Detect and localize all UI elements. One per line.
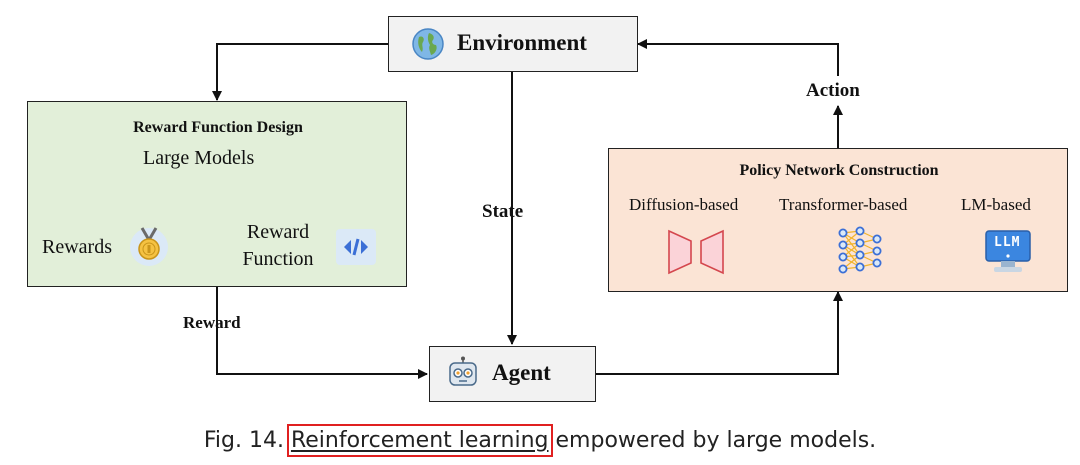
- arrow-reward: [216, 287, 428, 379]
- code-icon: [336, 229, 376, 270]
- rewards-label: Rewards: [42, 236, 112, 258]
- large-models-label: Large Models: [143, 147, 255, 169]
- policy-title: Policy Network Construction: [739, 162, 939, 179]
- diffusion-based-label: Diffusion-based: [629, 195, 739, 214]
- transformer-based-label: Transformer-based: [779, 195, 908, 214]
- caption-suffix: empowered by large models.: [555, 428, 877, 453]
- medal-icon: [129, 224, 169, 273]
- policy-network-construction-box: Policy Network Construction Diffusion-ba…: [608, 148, 1068, 292]
- reward-function-line1: Reward: [246, 221, 310, 243]
- agent-label: Agent: [492, 360, 551, 385]
- reward-label: Reward: [183, 313, 241, 332]
- lm-based-label: LM-based: [961, 195, 1031, 214]
- state-label: State: [482, 201, 524, 222]
- environment-node: Environment: [388, 16, 638, 72]
- hourglass-funnel-icon: [667, 229, 725, 280]
- caption-highlight: Reinforcement learning: [286, 424, 553, 457]
- reward-design-title: Reward Function Design: [133, 119, 303, 136]
- llm-badge: LLM: [994, 235, 1021, 250]
- agent-node: Agent: [429, 346, 596, 402]
- reward-function-label: Reward Function: [233, 219, 323, 273]
- monitor-icon: [984, 229, 1032, 280]
- neural-network-icon: [837, 225, 883, 282]
- environment-label: Environment: [457, 30, 587, 55]
- arrow-action-to-env: [637, 39, 839, 76]
- reward-function-design-box: Reward Function Design Large Models Rewa…: [27, 101, 407, 287]
- action-label: Action: [806, 80, 860, 101]
- robot-icon: [446, 356, 480, 397]
- globe-icon: [411, 27, 445, 66]
- arrow-agent-to-policy: [596, 291, 843, 375]
- caption-prefix: Fig. 14.: [203, 428, 284, 453]
- reward-function-line2: Function: [242, 248, 314, 270]
- figure-caption: Fig. 14. Reinforcement learning empowere…: [0, 424, 1080, 457]
- arrow-env-to-reward: [212, 43, 388, 101]
